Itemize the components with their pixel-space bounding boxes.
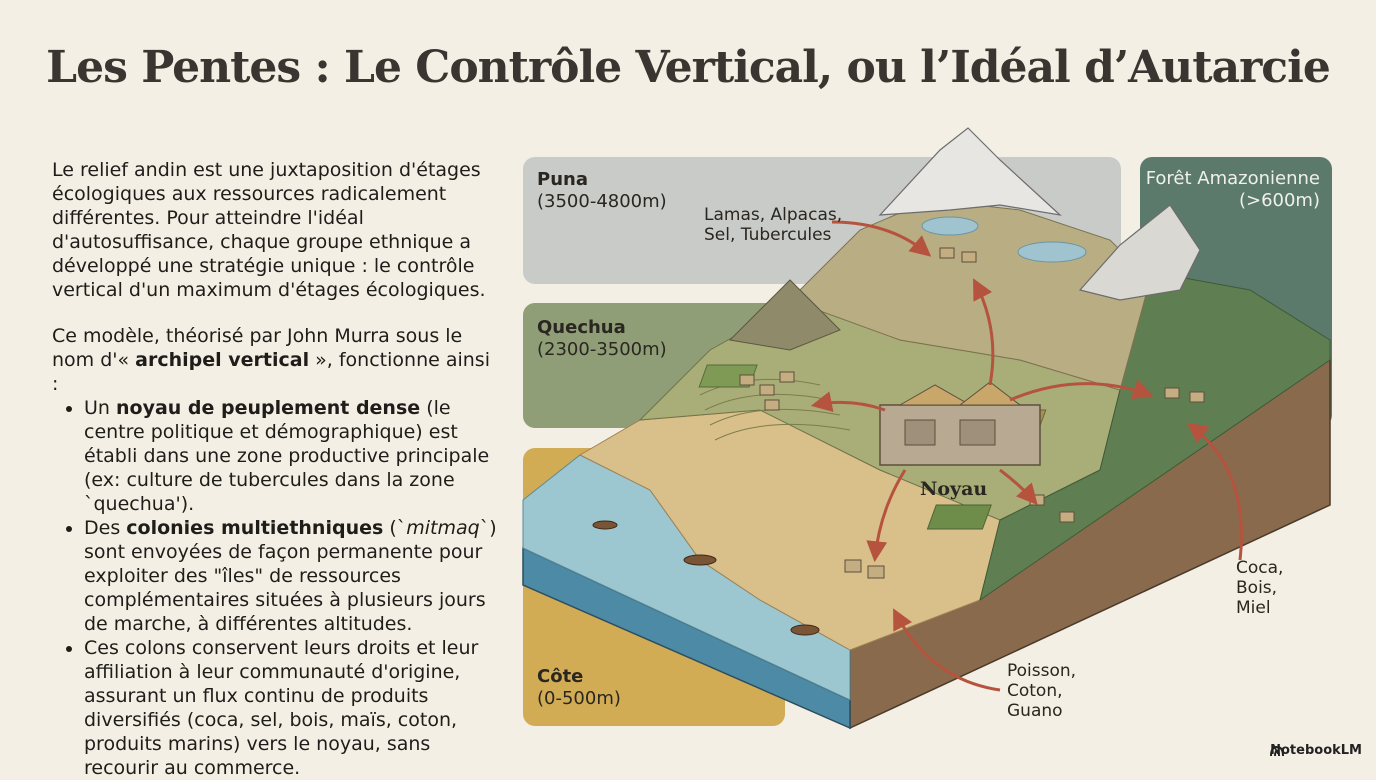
bullet-noyau-c: (le centre politique et démographique) e…: [84, 397, 490, 515]
zone-foret-altitude: (>600m): [1238, 190, 1320, 211]
arrow-noyau-to-quechua: [810, 391, 886, 413]
bullet-noyau-a: Un: [84, 397, 116, 419]
resource-flow-arrows: [810, 220, 1243, 692]
model-term: archipel vertical: [135, 349, 310, 371]
snowy-peak-main: [878, 127, 1062, 216]
cote-res-line: Poisson,: [1007, 661, 1077, 681]
boats: [592, 520, 820, 636]
bullet-colonies-c: (`: [383, 517, 407, 539]
puna-resources-label: Lamas, Alpacas, Sel, Tubercules: [704, 205, 842, 245]
bullet-noyau: Un noyau de peuplement dense (le centre …: [84, 396, 502, 516]
zone-puna-name: Puna: [537, 169, 588, 190]
bullet-colonies-term: colonies multiethniques: [126, 517, 384, 539]
model-bullets: Un noyau de peuplement dense (le centre …: [52, 396, 502, 780]
bullet-colonies: Des colonies multiethniques (`mitmaq`) s…: [84, 516, 502, 636]
cote-resources-label: Poisson, Coton, Guano: [1007, 661, 1076, 721]
foret-resources-label: Coca, Bois, Miel: [1236, 558, 1283, 618]
bullet-noyau-term: noyau de peuplement dense: [116, 397, 421, 419]
intro-paragraph: Le relief andin est une juxtaposition d'…: [52, 159, 486, 301]
puna-res-line: Sel, Tubercules: [704, 225, 832, 245]
bullet-colonies-mitmaq: mitmaq: [406, 517, 480, 539]
zone-quechua-altitude: (2300-3500m): [537, 339, 667, 360]
zone-cote-name: Côte: [537, 666, 584, 687]
zone-quechua-name: Quechua: [537, 317, 626, 338]
zone-puna-altitude: (3500-4800m): [537, 191, 667, 212]
explanation-text: Le relief andin est une juxtaposition d'…: [52, 158, 502, 780]
foret-res-line: Coca,: [1236, 558, 1284, 578]
noyau-village: [879, 381, 1041, 466]
arrow-cote-res: [893, 608, 1001, 692]
cote-res-line: Guano: [1007, 701, 1063, 721]
model-text-a: Ce modèle, théorisé par John Murra sous …: [52, 325, 463, 371]
field: [926, 504, 992, 530]
arrow-foret-res: [1186, 422, 1243, 561]
arrow-puna-res: [831, 220, 932, 257]
noyau-label: Noyau: [920, 478, 988, 500]
puna-lake: [1017, 241, 1087, 263]
zone-cote-altitude: (0-500m): [537, 688, 621, 709]
mountain-left: [728, 279, 841, 351]
snowy-peak-right: [1078, 204, 1201, 301]
arrow-noyau-to-puna: [973, 278, 995, 386]
brand-label: NotebookLM: [1270, 743, 1362, 758]
puna-lake: [921, 216, 979, 236]
bullet-colonies-e: `) sont envoyées de façon permanente pou…: [84, 517, 497, 635]
foret-res-line: Bois,: [1236, 578, 1278, 598]
arrow-noyau-to-cote: [866, 469, 907, 563]
bullet-colonies-a: Des: [84, 517, 127, 539]
puna-res-line: Lamas, Alpacas,: [704, 205, 843, 225]
cote-res-line: Coton,: [1007, 681, 1063, 701]
page-title: Les Pentes : Le Contrôle Vertical, ou l’…: [46, 42, 1331, 93]
notebooklm-logo-icon: [1270, 745, 1284, 757]
foret-res-line: Miel: [1236, 598, 1271, 618]
zone-foret-name: Forêt Amazonienne: [1145, 168, 1320, 189]
arrow-noyau-to-fields: [999, 468, 1038, 506]
model-paragraph: Ce modèle, théorisé par John Murra sous …: [52, 324, 502, 396]
model-text-c: », fonctionne ainsi :: [52, 349, 490, 395]
arrow-noyau-to-foret: [1009, 379, 1154, 402]
